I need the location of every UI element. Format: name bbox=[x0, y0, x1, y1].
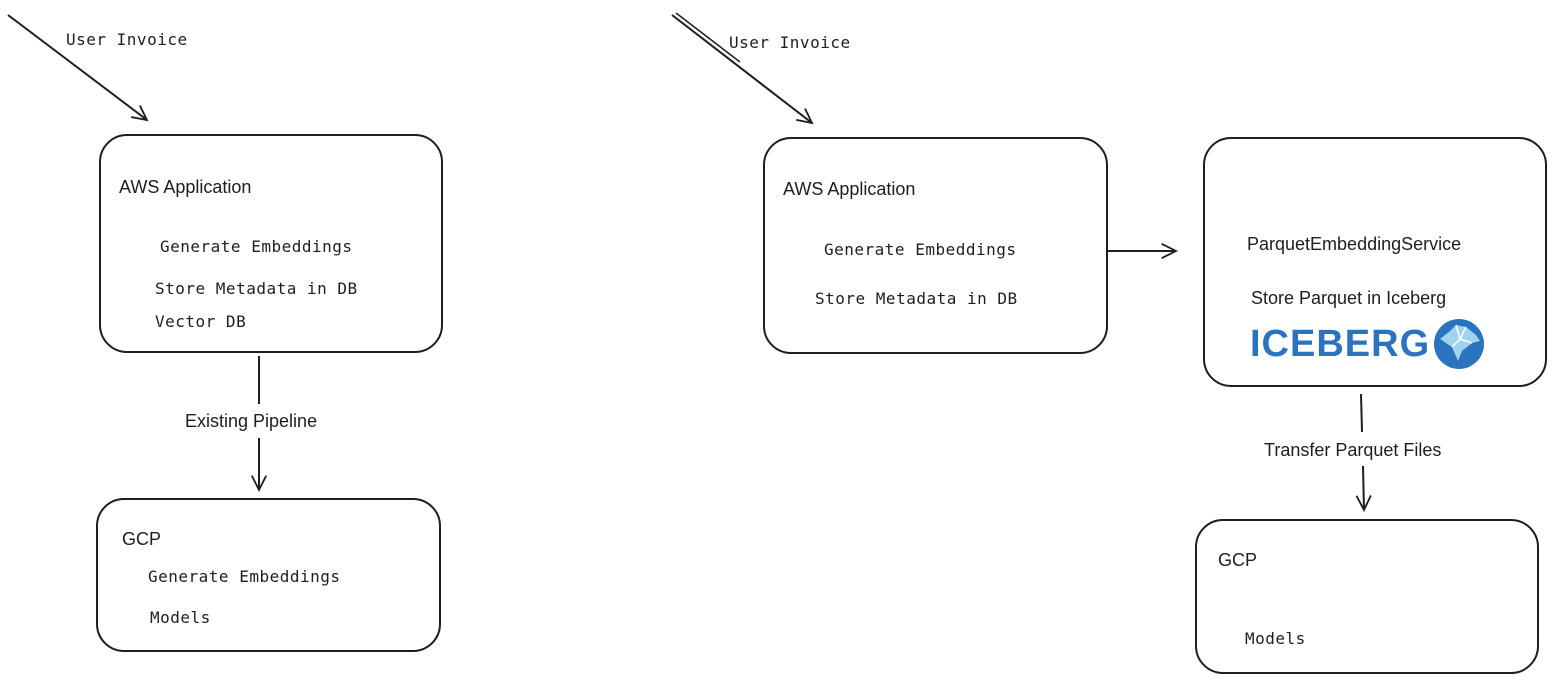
left-gcp-item-generate-embeddings: Generate Embeddings bbox=[148, 567, 341, 586]
left-aws-item-store-metadata: Store Metadata in DB bbox=[155, 279, 358, 298]
right-gcp-title: GCP bbox=[1218, 550, 1258, 570]
left-aws-title: AWS Application bbox=[119, 177, 252, 197]
iceberg-logo: ICEBERG bbox=[1250, 317, 1486, 371]
left-aws-application-box bbox=[99, 134, 443, 353]
iceberg-logo-icon bbox=[1434, 319, 1485, 369]
left-gcp-title: GCP bbox=[122, 529, 162, 549]
left-gcp-box bbox=[96, 498, 441, 652]
parquet-box-title: ParquetEmbeddingService bbox=[1247, 234, 1462, 254]
iceberg-logo-text: ICEBERG bbox=[1250, 322, 1431, 365]
left-gcp-item-models: Models bbox=[150, 608, 211, 627]
right-gcp-box bbox=[1195, 519, 1539, 674]
transfer-parquet-arrow-head bbox=[1363, 465, 1364, 510]
left-input-arrow bbox=[7, 14, 147, 120]
right-edge-label: Transfer Parquet Files bbox=[1264, 440, 1442, 460]
right-aws-item-generate-embeddings: Generate Embeddings bbox=[824, 240, 1017, 259]
right-aws-application-box bbox=[763, 137, 1108, 354]
transfer-parquet-arrow bbox=[1360, 393, 1363, 433]
right-gcp-item-models: Models bbox=[1245, 629, 1306, 648]
right-aws-item-store-metadata: Store Metadata in DB bbox=[815, 289, 1018, 308]
left-edge-label: Existing Pipeline bbox=[185, 411, 318, 431]
right-input-label: User Invoice bbox=[729, 33, 851, 52]
left-aws-item-vector-db: Vector DB bbox=[155, 312, 247, 331]
parquet-embedding-service-box bbox=[1203, 137, 1547, 387]
right-input-arrow bbox=[671, 14, 812, 123]
left-aws-item-generate-embeddings: Generate Embeddings bbox=[160, 237, 353, 256]
left-input-label: User Invoice bbox=[66, 30, 188, 49]
right-input-arrow-stroke bbox=[675, 12, 741, 63]
parquet-box-subtitle: Store Parquet in Iceberg bbox=[1251, 288, 1447, 308]
right-aws-title: AWS Application bbox=[783, 179, 916, 199]
